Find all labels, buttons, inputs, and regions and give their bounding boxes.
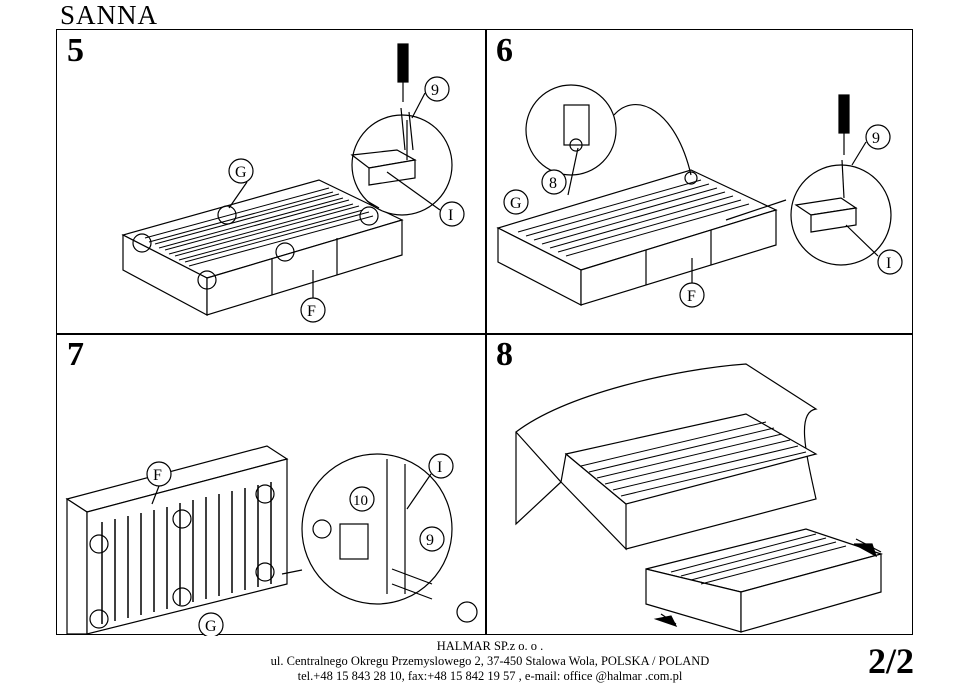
label-i: I [886, 255, 891, 272]
step-number: 7 [67, 336, 84, 373]
step-number: 8 [496, 336, 513, 373]
step-7-illustration: F G 10 I 9 [65, 445, 478, 636]
label-g: G [510, 195, 522, 212]
label-g: G [205, 618, 217, 635]
label-i: I [437, 459, 442, 476]
label-caster: 10 [353, 493, 368, 509]
step-6-illustration: 8 G F 9 I [496, 84, 903, 308]
footer-company: HALMAR SP.z o. o . [436, 639, 544, 653]
step-8-illustration [515, 363, 884, 633]
label-screw: 9 [872, 130, 880, 147]
step-5-panel: 5 9 [57, 30, 485, 332]
step-7-panel: 7 F G [57, 334, 485, 636]
instruction-grid: 5 9 [56, 29, 914, 636]
product-title: SANNA [60, 0, 159, 30]
footer-address: ul. Centralnego Okregu Przemyslowego 2, … [270, 654, 710, 668]
slats [144, 187, 374, 267]
footer-contact: tel.+48 15 843 28 10, fax:+48 15 842 19 … [297, 669, 683, 683]
label-g: G [235, 164, 247, 181]
label-i: I [448, 207, 453, 224]
step-8-panel: 8 [486, 334, 914, 636]
label-f: F [153, 467, 162, 484]
page-number: 2/2 [867, 641, 914, 681]
label-screw: 9 [426, 532, 434, 549]
step-6-panel: 6 8 G F [486, 30, 914, 332]
step-number: 5 [67, 32, 84, 69]
step-number: 6 [496, 32, 513, 69]
step-5-illustration: 9 G F I [121, 43, 465, 323]
label-screw: 9 [431, 82, 439, 99]
label-f: F [687, 288, 696, 305]
label-key: 8 [549, 175, 557, 192]
grid-divider-vertical [485, 30, 487, 634]
footer: HALMAR SP.z o. o . ul. Centralnego Okreg… [190, 639, 790, 684]
label-f: F [307, 303, 316, 320]
grid-divider-horizontal [57, 333, 912, 335]
